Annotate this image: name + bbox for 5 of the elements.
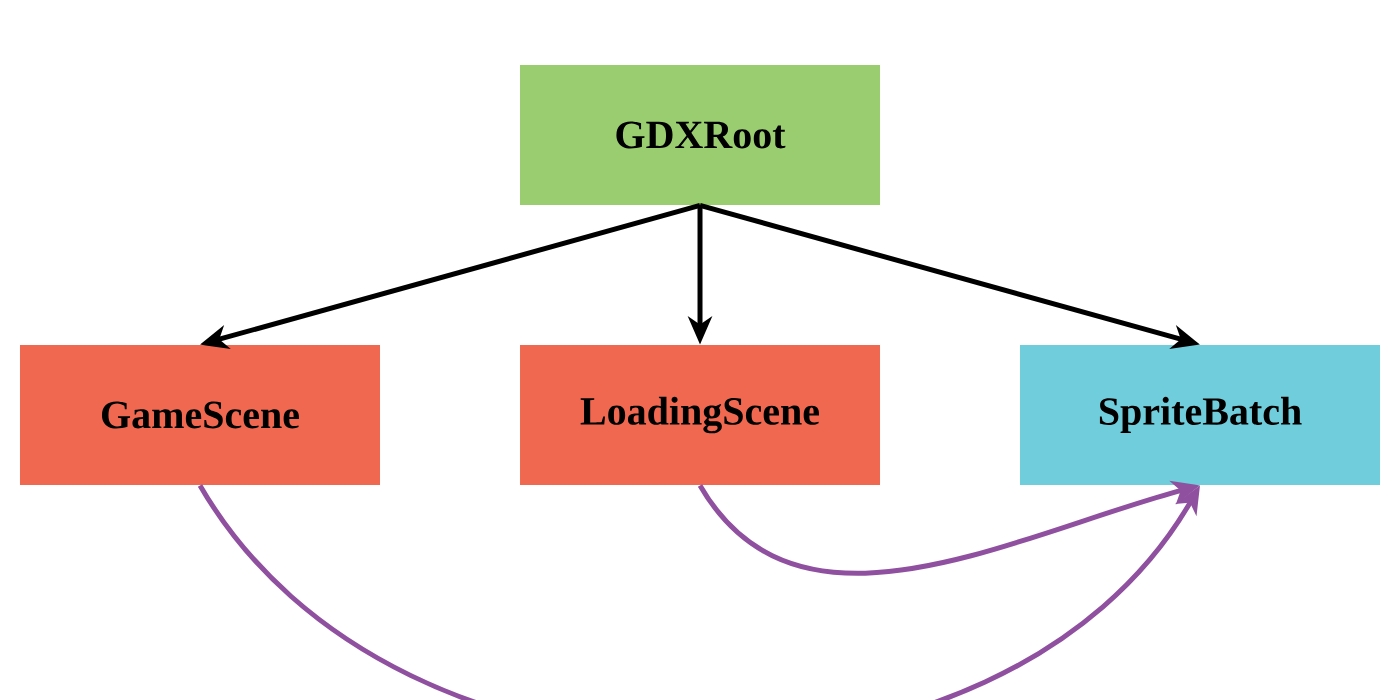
class-box: GameScene [20,345,380,485]
class-box: GDXRoot [520,65,880,205]
class-box: LoadingScene [520,345,880,485]
class-box: SpriteBatch [1020,345,1380,485]
arrow [198,483,1200,700]
